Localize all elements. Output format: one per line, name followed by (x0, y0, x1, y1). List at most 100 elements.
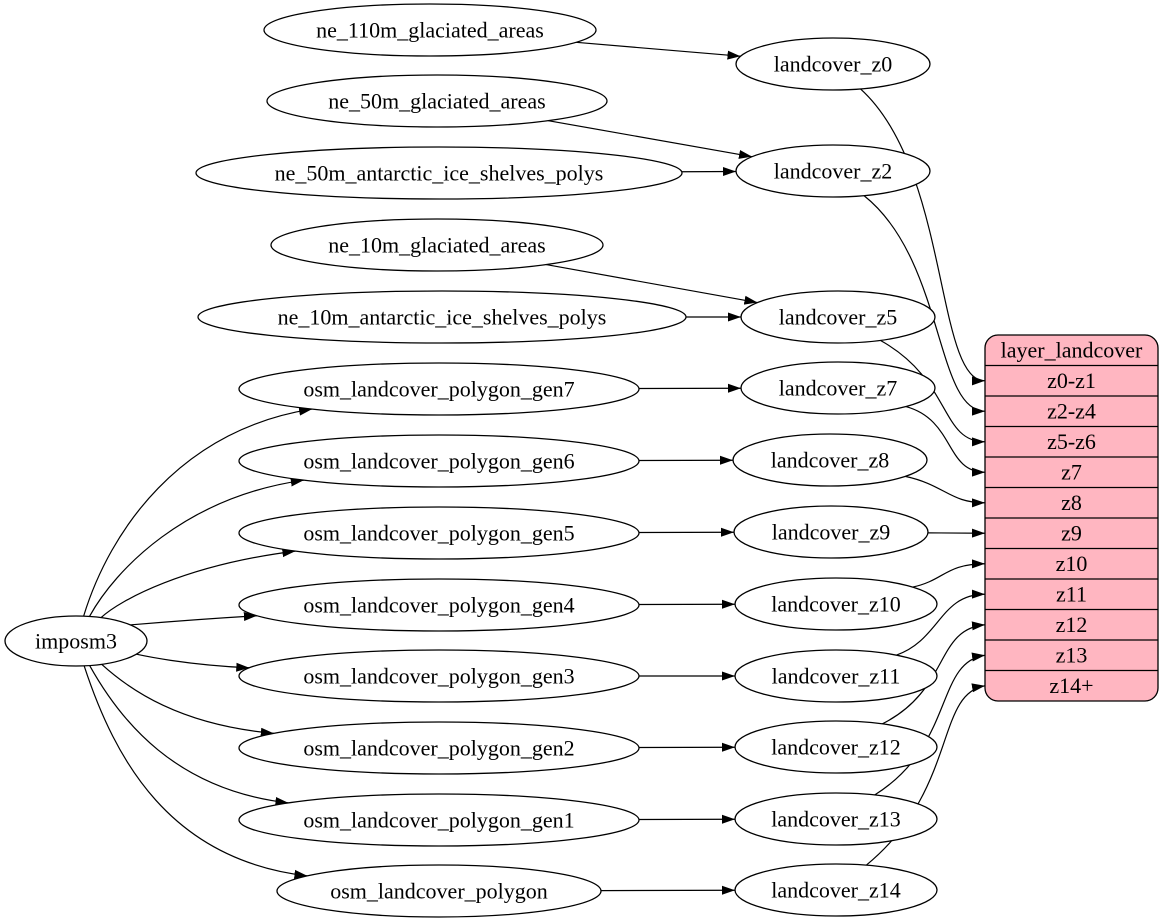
node-landcover_z5: landcover_z5 (740, 290, 936, 344)
node-ne_50m_antarctic_ice_shelves_polys: ne_50m_antarctic_ice_shelves_polys (195, 146, 683, 200)
node-shape-landcover_z13 (734, 792, 938, 846)
node-landcover_z7: landcover_z7 (740, 361, 936, 415)
node-osm_landcover_polygon_gen2: osm_landcover_polygon_gen2 (238, 721, 640, 775)
node-shape-landcover_z14 (734, 863, 938, 917)
record-row-z9: z9 (1061, 521, 1082, 546)
node-shape-landcover_z2 (735, 144, 931, 198)
edge-ne_10m_glaciated_areas-to-landcover_z5 (546, 264, 758, 305)
node-landcover_z13: landcover_z13 (734, 792, 938, 846)
node-landcover_z14: landcover_z14 (734, 863, 938, 917)
edge-imposm3-to-osm_landcover_polygon_gen6 (88, 477, 304, 617)
edge-ne_50m_glaciated_areas-to-landcover_z2 (548, 120, 753, 159)
node-label-landcover_z12: landcover_z12 (771, 734, 901, 759)
node-ne_10m_glaciated_areas: ne_10m_glaciated_areas (270, 218, 604, 272)
node-shape-ne_10m_antarctic_ice_shelves_polys (197, 290, 687, 344)
node-shape-ne_50m_antarctic_ice_shelves_polys (195, 146, 683, 200)
node-osm_landcover_polygon_gen1: osm_landcover_polygon_gen1 (238, 793, 640, 847)
node-shape-osm_landcover_polygon_gen3 (238, 649, 640, 703)
record-row-z8: z8 (1061, 490, 1082, 515)
record-row-z13: z13 (1056, 643, 1088, 668)
node-label-landcover_z14: landcover_z14 (771, 877, 901, 902)
node-label-landcover_z5: landcover_z5 (779, 304, 898, 329)
node-shape-imposm3 (4, 615, 148, 667)
node-shape-landcover_z5 (740, 290, 936, 344)
node-label-landcover_z7: landcover_z7 (779, 375, 898, 400)
record-row-z7: z7 (1061, 460, 1082, 485)
node-shape-ne_110m_glaciated_areas (263, 3, 597, 57)
node-imposm3: imposm3 (4, 615, 148, 667)
node-osm_landcover_polygon_gen4: osm_landcover_polygon_gen4 (238, 578, 640, 632)
edge-imposm3-to-osm_landcover_polygon (83, 665, 308, 879)
record-row-z0-z1: z0-z1 (1047, 368, 1096, 393)
record-row-z11: z11 (1056, 582, 1087, 607)
node-shape-landcover_z11 (734, 649, 938, 703)
node-label-ne_110m_glaciated_areas: ne_110m_glaciated_areas (316, 17, 544, 42)
edge-landcover_z11-to-layer_landcover-z11 (896, 589, 986, 656)
edge-imposm3-to-osm_landcover_polygon_gen4 (129, 612, 257, 626)
node-label-osm_landcover_polygon_gen3: osm_landcover_polygon_gen3 (303, 663, 574, 688)
node-label-ne_10m_antarctic_ice_shelves_polys: ne_10m_antarctic_ice_shelves_polys (278, 304, 607, 329)
node-shape-landcover_z7 (740, 361, 936, 415)
edge-landcover_z2-to-layer_landcover-z2-z4 (863, 195, 986, 416)
node-label-osm_landcover_polygon_gen7: osm_landcover_polygon_gen7 (303, 376, 574, 401)
node-shape-landcover_z8 (732, 433, 928, 487)
node-shape-osm_landcover_polygon_gen1 (238, 793, 640, 847)
node-label-landcover_z9: landcover_z9 (772, 519, 891, 544)
node-label-ne_10m_glaciated_areas: ne_10m_glaciated_areas (328, 232, 545, 257)
node-landcover_z10: landcover_z10 (734, 577, 938, 631)
record-row-z2-z4: z2-z4 (1047, 399, 1096, 424)
edge-imposm3-to-osm_landcover_polygon_gen2 (101, 663, 274, 737)
edge-landcover_z12-to-layer_landcover-z12 (881, 621, 986, 725)
node-shape-osm_landcover_polygon_gen4 (238, 578, 640, 632)
edge-imposm3-to-osm_landcover_polygon_gen3 (136, 653, 250, 672)
edge-landcover_z0-to-layer_landcover-z0-z1 (860, 88, 986, 386)
node-label-landcover_z13: landcover_z13 (771, 806, 901, 831)
edge-imposm3-to-osm_landcover_polygon_gen5 (100, 548, 296, 619)
edge-ne_110m_glaciated_areas-to-landcover_z0 (576, 41, 741, 60)
node-shape-ne_50m_glaciated_areas (266, 74, 608, 128)
node-label-ne_50m_glaciated_areas: ne_50m_glaciated_areas (328, 88, 545, 113)
edge-imposm3-to-osm_landcover_polygon_gen1 (89, 665, 289, 806)
edge-landcover_z8-to-layer_landcover-z8 (905, 475, 986, 508)
node-shape-landcover_z0 (735, 37, 931, 91)
record-row-z14+: z14+ (1049, 673, 1093, 698)
node-landcover_z8: landcover_z8 (732, 433, 928, 487)
record-row-z10: z10 (1056, 551, 1088, 576)
edge-landcover_z10-to-layer_landcover-z10 (912, 559, 986, 588)
node-shape-landcover_z10 (734, 577, 938, 631)
node-label-landcover_z2: landcover_z2 (774, 158, 893, 183)
node-label-osm_landcover_polygon_gen1: osm_landcover_polygon_gen1 (303, 807, 574, 832)
node-label-osm_landcover_polygon_gen2: osm_landcover_polygon_gen2 (303, 735, 574, 760)
node-shape-osm_landcover_polygon (276, 864, 602, 918)
edge-layer (83, 41, 986, 895)
node-label-landcover_z8: landcover_z8 (771, 447, 890, 472)
node-shape-landcover_z12 (734, 720, 938, 774)
node-osm_landcover_polygon_gen7: osm_landcover_polygon_gen7 (238, 362, 640, 416)
node-shape-osm_landcover_polygon_gen5 (238, 506, 640, 560)
node-label-osm_landcover_polygon_gen4: osm_landcover_polygon_gen4 (303, 592, 574, 617)
node-shape-osm_landcover_polygon_gen7 (238, 362, 640, 416)
node-shape-osm_landcover_polygon_gen6 (238, 434, 640, 488)
record-row-z5-z6: z5-z6 (1047, 429, 1096, 454)
edge-landcover_z13-to-layer_landcover-z13 (874, 652, 986, 796)
node-label-ne_50m_antarctic_ice_shelves_polys: ne_50m_antarctic_ice_shelves_polys (275, 160, 604, 185)
edge-landcover_z7-to-layer_landcover-z7 (905, 405, 986, 477)
node-label-osm_landcover_polygon_gen5: osm_landcover_polygon_gen5 (303, 520, 574, 545)
node-landcover_z9: landcover_z9 (733, 505, 929, 559)
node-shape-ne_10m_glaciated_areas (270, 218, 604, 272)
node-landcover_z12: landcover_z12 (734, 720, 938, 774)
node-osm_landcover_polygon: osm_landcover_polygon (276, 864, 602, 918)
node-ne_110m_glaciated_areas: ne_110m_glaciated_areas (263, 3, 597, 57)
node-shape-osm_landcover_polygon_gen2 (238, 721, 640, 775)
edge-imposm3-to-osm_landcover_polygon_gen7 (83, 406, 313, 617)
node-osm_landcover_polygon_gen5: osm_landcover_polygon_gen5 (238, 506, 640, 560)
node-label-osm_landcover_polygon: osm_landcover_polygon (330, 878, 548, 903)
node-label-landcover_z11: landcover_z11 (772, 663, 901, 688)
record-row-z12: z12 (1056, 612, 1088, 637)
node-osm_landcover_polygon_gen6: osm_landcover_polygon_gen6 (238, 434, 640, 488)
record-layer_landcover: layer_landcoverz0-z1z2-z4z5-z6z7z8z9z10z… (984, 334, 1159, 702)
node-landcover_z11: landcover_z11 (734, 649, 938, 703)
node-label-osm_landcover_polygon_gen6: osm_landcover_polygon_gen6 (303, 448, 574, 473)
